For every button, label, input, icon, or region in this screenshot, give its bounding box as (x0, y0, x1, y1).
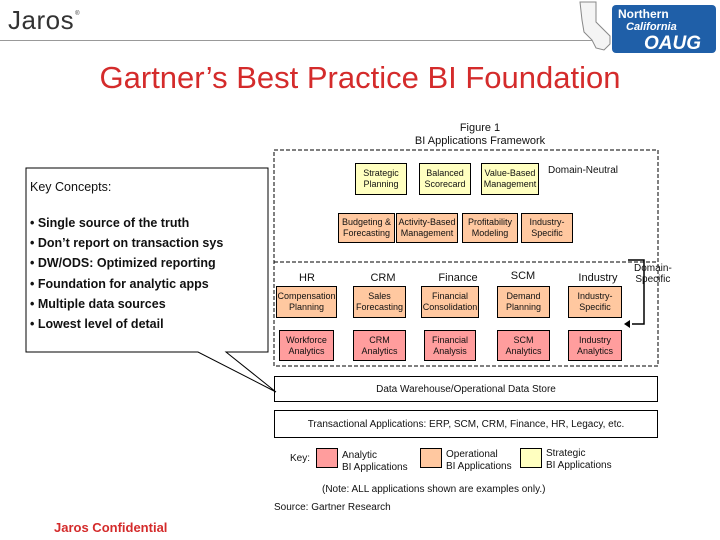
key-label: Key: (290, 453, 311, 464)
balanced-scorecard-box: Balanced Scorecard (419, 163, 471, 195)
callout-heading: Key Concepts: (30, 180, 112, 194)
figure-note: (Note: ALL applications shown are exampl… (322, 484, 546, 495)
oaug-line2: California (626, 21, 677, 33)
callout-item: • Foundation for analytic apps (30, 277, 209, 291)
slide-title: Gartner’s Best Practice BI Foundation (99, 60, 621, 95)
compensation-planning-box: Compensation Planning (276, 286, 337, 318)
key-operational-swatch (420, 448, 442, 468)
column-scm: SCM (510, 270, 536, 282)
key-strategic-swatch (520, 448, 542, 468)
financial-analysis-box: Financial Analysis (424, 330, 476, 361)
column-finance: Finance (438, 272, 478, 284)
california-map-icon (579, 1, 716, 53)
figure-title-line2: BI Applications Framework (414, 135, 546, 147)
industry-specific-planning-box: Industry- Specific (568, 286, 622, 318)
domain-specific-label: Domain- Specific (634, 263, 672, 285)
callout-item: • Don’t report on transaction sys (30, 236, 224, 250)
callout-item: • Single source of the truth (30, 216, 190, 230)
oaug-line3: OAUG (644, 33, 701, 54)
logo-text: Jaros (8, 5, 75, 35)
key-strategic-label: Strategic BI Applications (546, 448, 612, 471)
strategic-planning-box: Strategic Planning (355, 163, 407, 195)
scm-analytics-box: SCM Analytics (497, 330, 550, 361)
callout-item: • Multiple data sources (30, 297, 166, 311)
oaug-logo: Northern California OAUG (574, 0, 720, 56)
column-hr: HR (299, 272, 315, 284)
callout-item: • DW/ODS: Optimized reporting (30, 256, 216, 270)
crm-analytics-box: CRM Analytics (353, 330, 406, 361)
sales-forecasting-box: Sales Forecasting (353, 286, 406, 318)
transactional-apps-bar: Transactional Applications: ERP, SCM, CR… (274, 410, 658, 438)
data-warehouse-bar: Data Warehouse/Operational Data Store (274, 376, 658, 402)
footer-confidential: Jaros Confidential (54, 520, 168, 535)
value-based-management-box: Value-Based Management (481, 163, 539, 195)
industry-specific-operational-box: Industry- Specific (521, 213, 573, 243)
header-divider (0, 40, 595, 41)
key-analytic-swatch (316, 448, 338, 468)
figure-title: Figure 1 BI Applications Framework (380, 122, 580, 148)
financial-consolidation-box: Financial Consolidation (421, 286, 479, 318)
domain-neutral-label: Domain-Neutral (548, 165, 619, 176)
registered-mark: ® (75, 11, 80, 17)
workforce-analytics-box: Workforce Analytics (279, 330, 334, 361)
figure-title-line1: Figure 1 (459, 122, 501, 134)
callout-item: • Lowest level of detail (30, 317, 164, 331)
activity-based-management-box: Activity-Based Management (396, 213, 458, 243)
column-industry: Industry (578, 272, 618, 284)
demand-planning-box: Demand Planning (497, 286, 550, 318)
jaros-logo: Jaros® (8, 5, 80, 36)
budgeting-forecasting-box: Budgeting & Forecasting (338, 213, 395, 243)
column-crm: CRM (370, 272, 396, 284)
key-analytic-label: Analytic BI Applications (342, 450, 408, 473)
figure-source: Source: Gartner Research (274, 502, 391, 513)
profitability-modeling-box: Profitability Modeling (462, 213, 518, 243)
key-operational-label: Operational BI Applications (446, 449, 512, 472)
oaug-line1: Northern (618, 7, 669, 21)
industry-analytics-box: Industry Analytics (568, 330, 622, 361)
